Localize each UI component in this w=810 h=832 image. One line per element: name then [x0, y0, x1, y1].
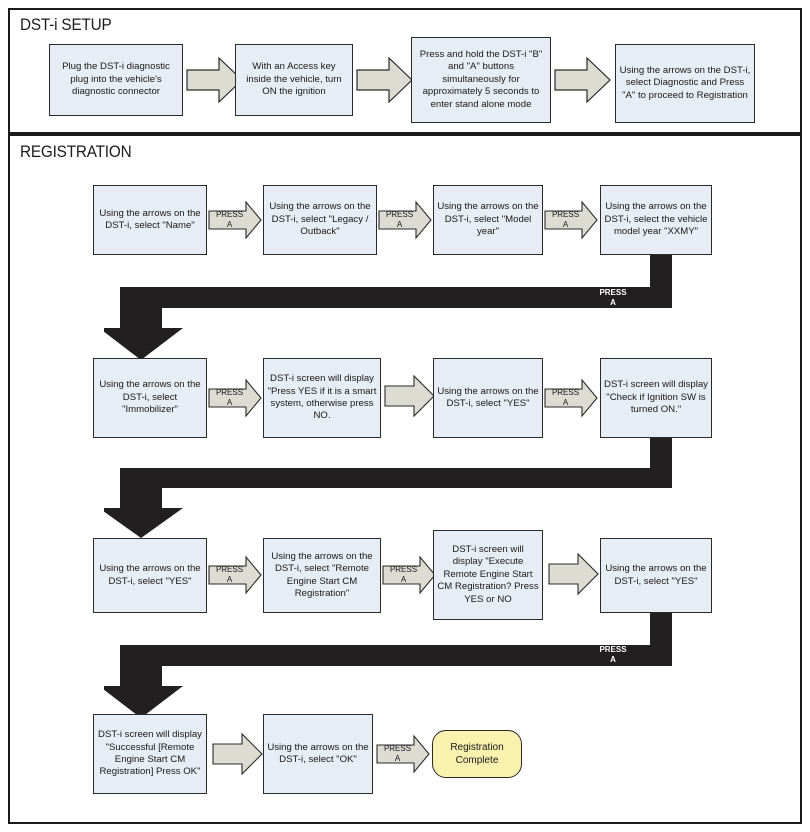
registration-section-title: REGISTRATION — [20, 142, 132, 161]
reg-row2-step-3: Using the arrows on the DST-i, select "Y… — [433, 358, 543, 438]
connector-3-label: PRESS A — [578, 645, 648, 664]
press-a-arrow-1: PRESS A — [208, 200, 262, 240]
connector-row3-to-row4 — [104, 613, 684, 718]
setup-step-4-text: Using the arrows on the DST-i, select Di… — [619, 64, 751, 101]
reg-row1-step-3: Using the arrows on the DST-i, select "M… — [433, 185, 543, 255]
setup-step-3: Press and hold the DST-i "B" and "A" but… — [411, 37, 551, 123]
press-a-arrow-8: PRESS A — [376, 734, 430, 774]
setup-step-2-text: With an Access key inside the vehicle, t… — [246, 61, 342, 98]
reg-row1-step-2-text: Using the arrows on the DST-i, select "L… — [269, 201, 371, 238]
reg-row1-step-2: Using the arrows on the DST-i, select "L… — [263, 185, 377, 255]
reg-row3-step-1-text: Using the arrows on the DST-i, select "Y… — [99, 563, 201, 587]
reg-row1-step-4-text: Using the arrows on the DST-i, select th… — [604, 201, 708, 238]
reg-row4-step-2: Using the arrows on the DST-i, select "O… — [263, 714, 373, 794]
reg-row1-step-1: Using the arrows on the DST-i, select "N… — [93, 185, 207, 255]
setup-arrow-1-icon — [186, 56, 244, 104]
press-a-arrow-4: PRESS A — [208, 378, 262, 418]
registration-complete-terminal: Registration Complete — [432, 730, 522, 778]
reg-row3-step-1: Using the arrows on the DST-i, select "Y… — [93, 538, 207, 613]
reg-row3-step-4: Using the arrows on the DST-i, select "Y… — [600, 538, 712, 613]
reg-row4-arrow-1-icon — [212, 732, 264, 776]
reg-row1-step-4: Using the arrows on the DST-i, select th… — [600, 185, 712, 255]
registration-complete-text: Registration Complete — [450, 742, 504, 766]
reg-row4-step-1: DST-i screen will display "Successful [R… — [93, 714, 207, 794]
reg-row3-step-2-text: Using the arrows on the DST-i, select "R… — [271, 550, 373, 599]
setup-arrow-2-icon — [356, 56, 414, 104]
reg-row2-step-4-text: DST-i screen will display "Check if Igni… — [604, 379, 708, 416]
setup-arrow-3-icon — [554, 56, 612, 104]
press-a-arrow-6: PRESS A — [208, 555, 262, 595]
reg-row2-step-3-text: Using the arrows on the DST-i, select "Y… — [437, 385, 539, 409]
setup-step-4: Using the arrows on the DST-i, select Di… — [615, 44, 755, 123]
reg-row3-arrow-3-icon — [548, 552, 600, 596]
connector-row1-to-row2 — [104, 255, 684, 360]
reg-row2-step-1-text: Using the arrows on the DST-i, select "I… — [99, 379, 201, 416]
press-a-arrow-3: PRESS A — [544, 200, 598, 240]
setup-step-1-text: Plug the DST-i diagnostic plug into the … — [62, 61, 170, 98]
reg-row2-step-4: DST-i screen will display "Check if Igni… — [600, 358, 712, 438]
setup-step-2: With an Access key inside the vehicle, t… — [235, 44, 353, 116]
reg-row4-step-1-text: DST-i screen will display "Successful [R… — [98, 729, 202, 778]
connector-3-line2: A — [610, 654, 616, 664]
reg-row1-step-3-text: Using the arrows on the DST-i, select "M… — [437, 201, 539, 238]
connector-1-line2: A — [610, 297, 616, 307]
setup-step-3-text: Press and hold the DST-i "B" and "A" but… — [419, 48, 543, 110]
reg-row1-step-1-text: Using the arrows on the DST-i, select "N… — [99, 207, 201, 231]
connector-3-line1: PRESS — [599, 645, 627, 654]
reg-row4-step-2-text: Using the arrows on the DST-i, select "O… — [267, 741, 369, 765]
connector-1-label: PRESS A — [578, 288, 648, 307]
press-a-arrow-5: PRESS A — [544, 378, 598, 418]
reg-row2-step-2-text: DST-i screen will display "Press YES if … — [267, 373, 377, 422]
reg-row3-step-2: Using the arrows on the DST-i, select "R… — [263, 538, 381, 613]
reg-row2-arrow-2-icon — [384, 374, 436, 418]
connector-row2-to-row3 — [104, 438, 684, 538]
reg-row3-step-3: DST-i screen will display "Execute Remot… — [433, 530, 543, 620]
reg-row3-step-4-text: Using the arrows on the DST-i, select "Y… — [605, 563, 707, 587]
setup-section-title: DST-i SETUP — [20, 15, 112, 34]
connector-1-line1: PRESS — [599, 288, 627, 297]
reg-row2-step-2: DST-i screen will display "Press YES if … — [263, 358, 381, 438]
press-a-arrow-7: PRESS A — [382, 555, 436, 595]
press-a-arrow-2: PRESS A — [378, 200, 432, 240]
setup-step-1: Plug the DST-i diagnostic plug into the … — [49, 44, 183, 116]
reg-row3-step-3-text: DST-i screen will display "Execute Remot… — [437, 543, 539, 605]
reg-row2-step-1: Using the arrows on the DST-i, select "I… — [93, 358, 207, 438]
